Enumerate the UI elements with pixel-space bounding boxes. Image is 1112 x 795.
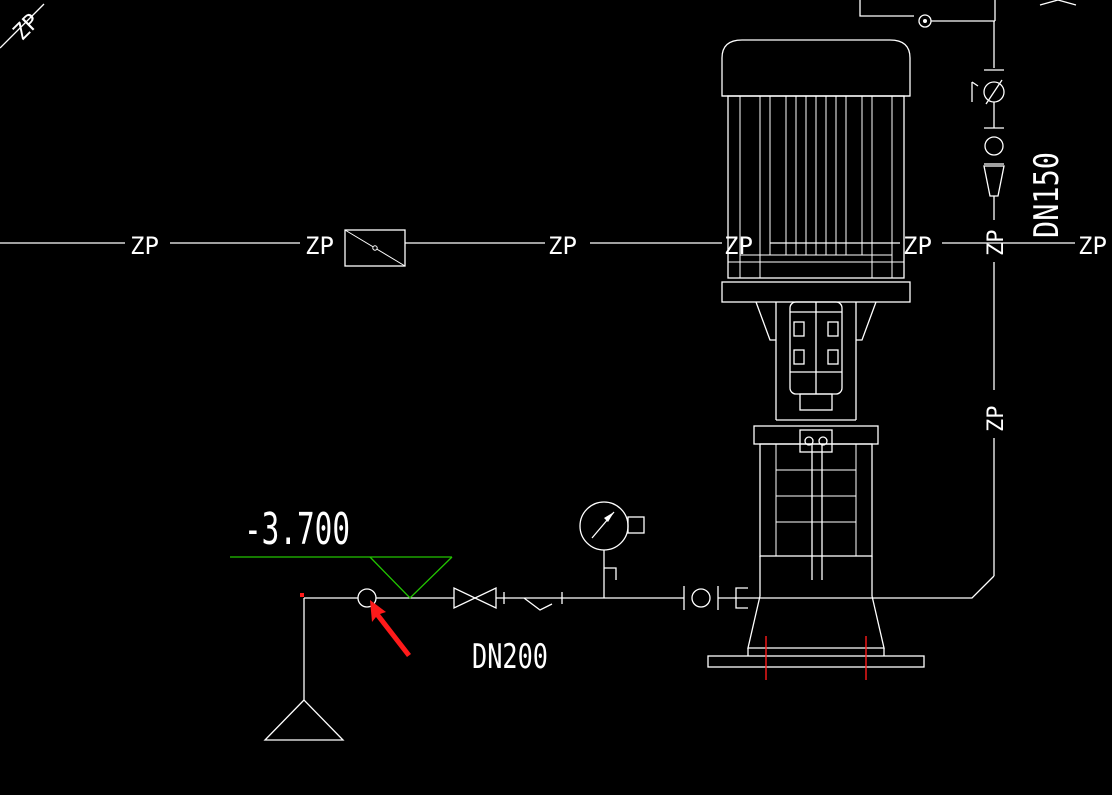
red-marker-point: [300, 593, 304, 597]
foot-valve-icon: [263, 699, 345, 741]
riser-zp-label-2: ZP: [984, 406, 1009, 433]
dn200-label: DN200: [472, 637, 548, 677]
dn150-label: DN150: [1027, 152, 1067, 238]
inline-filter-box: [344, 229, 406, 267]
flow-switch-icon: [357, 588, 377, 608]
gate-valve-icon: [453, 586, 477, 610]
flex-joint-icon: [523, 597, 553, 611]
elevation-label: -3.700: [244, 504, 350, 555]
top-right-fragment: [859, 0, 1077, 28]
pump-motor: [721, 39, 911, 303]
zp-label-2: ZP: [305, 232, 334, 260]
pressure-gauge-icon: [579, 501, 629, 551]
reducer-icon: [983, 165, 1005, 197]
corner-pipe-fragment: ZP: [0, 3, 45, 49]
zp-label-3: ZP: [548, 232, 577, 260]
union-icon: [984, 136, 1004, 156]
red-arrow-icon: [370, 600, 411, 657]
vertical-riser: ZP ZP DN150: [760, 21, 1067, 599]
pump-inlet-flange: [735, 587, 748, 609]
zp-label-6: ZP: [1078, 232, 1107, 260]
suction-line: [263, 501, 760, 741]
zp-label-1: ZP: [130, 232, 159, 260]
zp-label-5: ZP: [903, 232, 932, 260]
elevation-marker: -3.700: [230, 504, 453, 599]
zp-main-pipe: ZP ZP ZP ZP ZP ZP: [0, 229, 1107, 267]
corner-zp-label: ZP: [9, 9, 45, 45]
pump-body: [707, 443, 925, 680]
pump-coupling: [753, 301, 879, 453]
union-suction-icon: [691, 588, 711, 608]
riser-zp-label-1: ZP: [984, 230, 1009, 257]
